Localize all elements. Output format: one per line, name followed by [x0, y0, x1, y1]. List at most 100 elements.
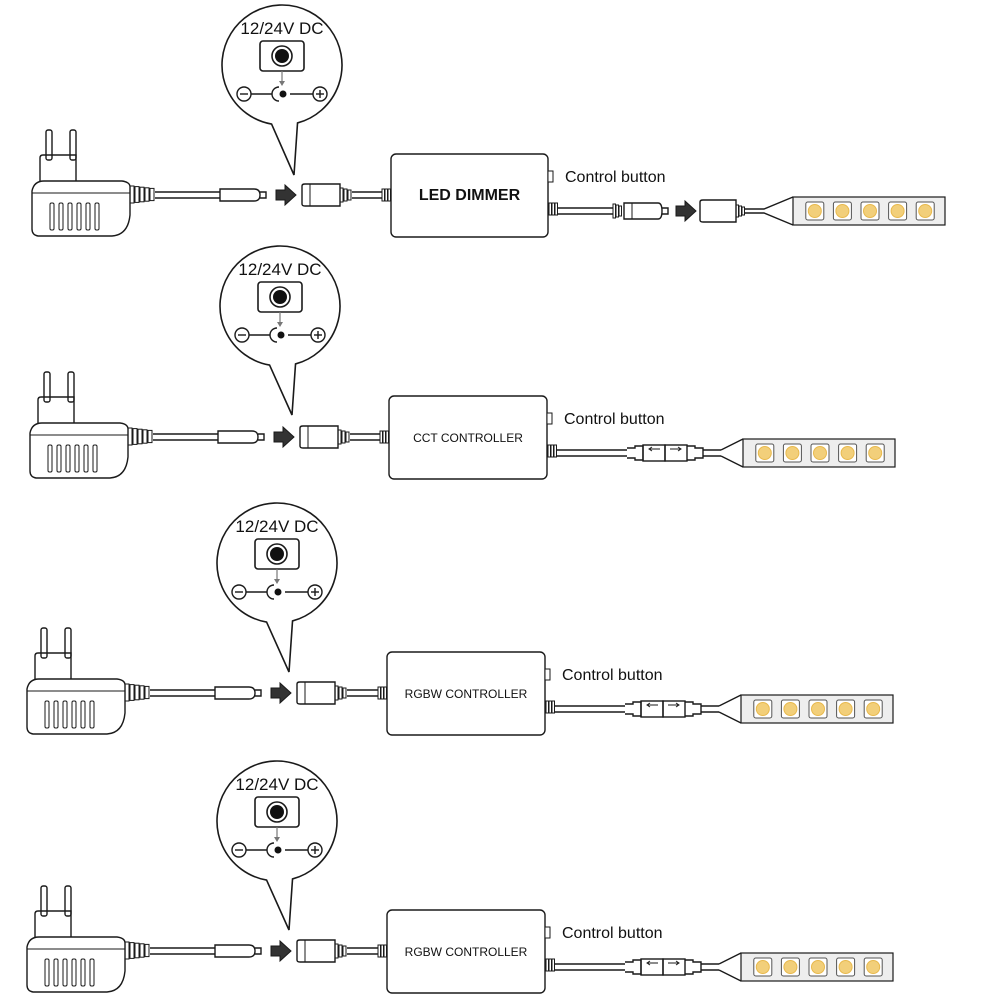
plus-icon: [307, 842, 323, 858]
polarity-pin: [277, 331, 285, 339]
strip-wire: [718, 694, 742, 707]
arrow-icon: [270, 939, 292, 963]
cable-rib: [134, 942, 140, 959]
control-button: [544, 668, 551, 681]
polarity-sleeve: [266, 842, 275, 858]
dc-polarity-callout: 12/24V DC: [216, 502, 338, 673]
cable-rib: [545, 958, 549, 972]
cable-rib: [377, 686, 381, 700]
controller-label: RGBW CONTROLLER: [405, 687, 528, 701]
minus-icon: [231, 842, 247, 858]
adapter-vent: [65, 444, 71, 473]
arrow-icon: [270, 681, 292, 705]
dc-male-plug: [214, 686, 262, 700]
adapter-vent: [74, 444, 80, 473]
adapter-prong: [45, 129, 53, 161]
cable-rib: [144, 685, 150, 700]
voltage-label: 12/24V DC: [235, 517, 318, 536]
led-strip: [742, 438, 896, 468]
polarity-pin: [279, 90, 287, 98]
adapter-vent: [89, 958, 95, 987]
control-button-label: Control button: [564, 411, 665, 428]
adapter-vent: [67, 202, 73, 231]
dc-female-jack: [699, 199, 745, 223]
dc-male-plug: [217, 430, 265, 444]
wiring-row-2: 12/24V DC CCT CONTROLLER Control button: [29, 245, 896, 480]
controller-box: RGBW CONTROLLER: [377, 651, 555, 736]
led-light: [863, 204, 877, 218]
cable-rib: [384, 188, 388, 202]
plus-icon: [310, 327, 326, 343]
dc-polarity-callout: 12/24V DC: [216, 760, 338, 931]
cable-rib: [149, 187, 155, 202]
dc-male-plug: [612, 202, 669, 220]
arrow-down-icon: [274, 579, 280, 584]
led-light: [807, 204, 822, 218]
controller-box: LED DIMMER: [381, 153, 558, 238]
controller-box: CCT CONTROLLER: [379, 395, 557, 480]
cable-rib: [129, 684, 135, 701]
cable-rib: [144, 187, 150, 202]
cable-rib: [382, 430, 386, 444]
strip-wire: [718, 952, 742, 965]
adapter-prong: [69, 129, 77, 161]
cable-rib: [137, 428, 143, 445]
control-button-callout: Control button: [546, 411, 665, 428]
power-adapter: [26, 885, 150, 993]
adapter-body: [26, 678, 126, 735]
plus-icon: [312, 86, 328, 102]
dc-polarity-callout: 12/24V DC: [221, 4, 343, 176]
power-adapter: [31, 129, 155, 237]
cable-rib: [553, 444, 557, 458]
adapter-vent: [62, 700, 68, 729]
led-light: [890, 204, 905, 218]
adapter-prong: [64, 885, 72, 917]
adapter-body: [26, 936, 126, 993]
adapter-vent: [53, 958, 59, 987]
arrow-icon: [675, 199, 697, 223]
cable-rib: [142, 429, 148, 444]
arrow-down-icon: [279, 81, 285, 86]
adapter-vent: [71, 958, 77, 987]
cable-rib: [551, 958, 555, 972]
pin-connector: [625, 958, 702, 976]
polarity-sleeve: [271, 86, 280, 102]
cable-rib: [380, 944, 384, 958]
led-light: [866, 960, 881, 974]
strip-wire: [720, 438, 744, 451]
control-button: [546, 412, 553, 425]
cable-rib: [381, 188, 385, 202]
cable-rib: [550, 444, 554, 458]
cable-rib: [383, 686, 387, 700]
adapter-plug-face: [34, 910, 72, 937]
led-light: [840, 446, 855, 460]
minus-icon: [231, 584, 247, 600]
adapter-vent: [94, 202, 100, 231]
voltage-label: 12/24V DC: [235, 775, 318, 794]
minus-icon: [236, 86, 252, 102]
cable-rib: [144, 943, 150, 958]
cable-rib: [379, 430, 383, 444]
cable-rib: [385, 430, 389, 444]
adapter-vent: [44, 958, 50, 987]
adapter-prong: [43, 371, 51, 403]
adapter-prong: [40, 885, 48, 917]
strip-wire: [718, 711, 742, 724]
adapter-vent: [71, 700, 77, 729]
cable-rib: [380, 686, 384, 700]
led-strip: [792, 196, 946, 226]
adapter-vent: [62, 958, 68, 987]
led-light: [757, 446, 772, 460]
voltage-label: 12/24V DC: [238, 260, 321, 279]
adapter-vent: [80, 958, 86, 987]
strip-wire: [718, 969, 742, 982]
cable-rib: [132, 428, 138, 445]
strip-wire: [745, 212, 794, 226]
cable-rib: [139, 186, 145, 203]
led-light: [813, 446, 827, 460]
plus-icon: [307, 584, 323, 600]
led-light: [838, 702, 853, 716]
